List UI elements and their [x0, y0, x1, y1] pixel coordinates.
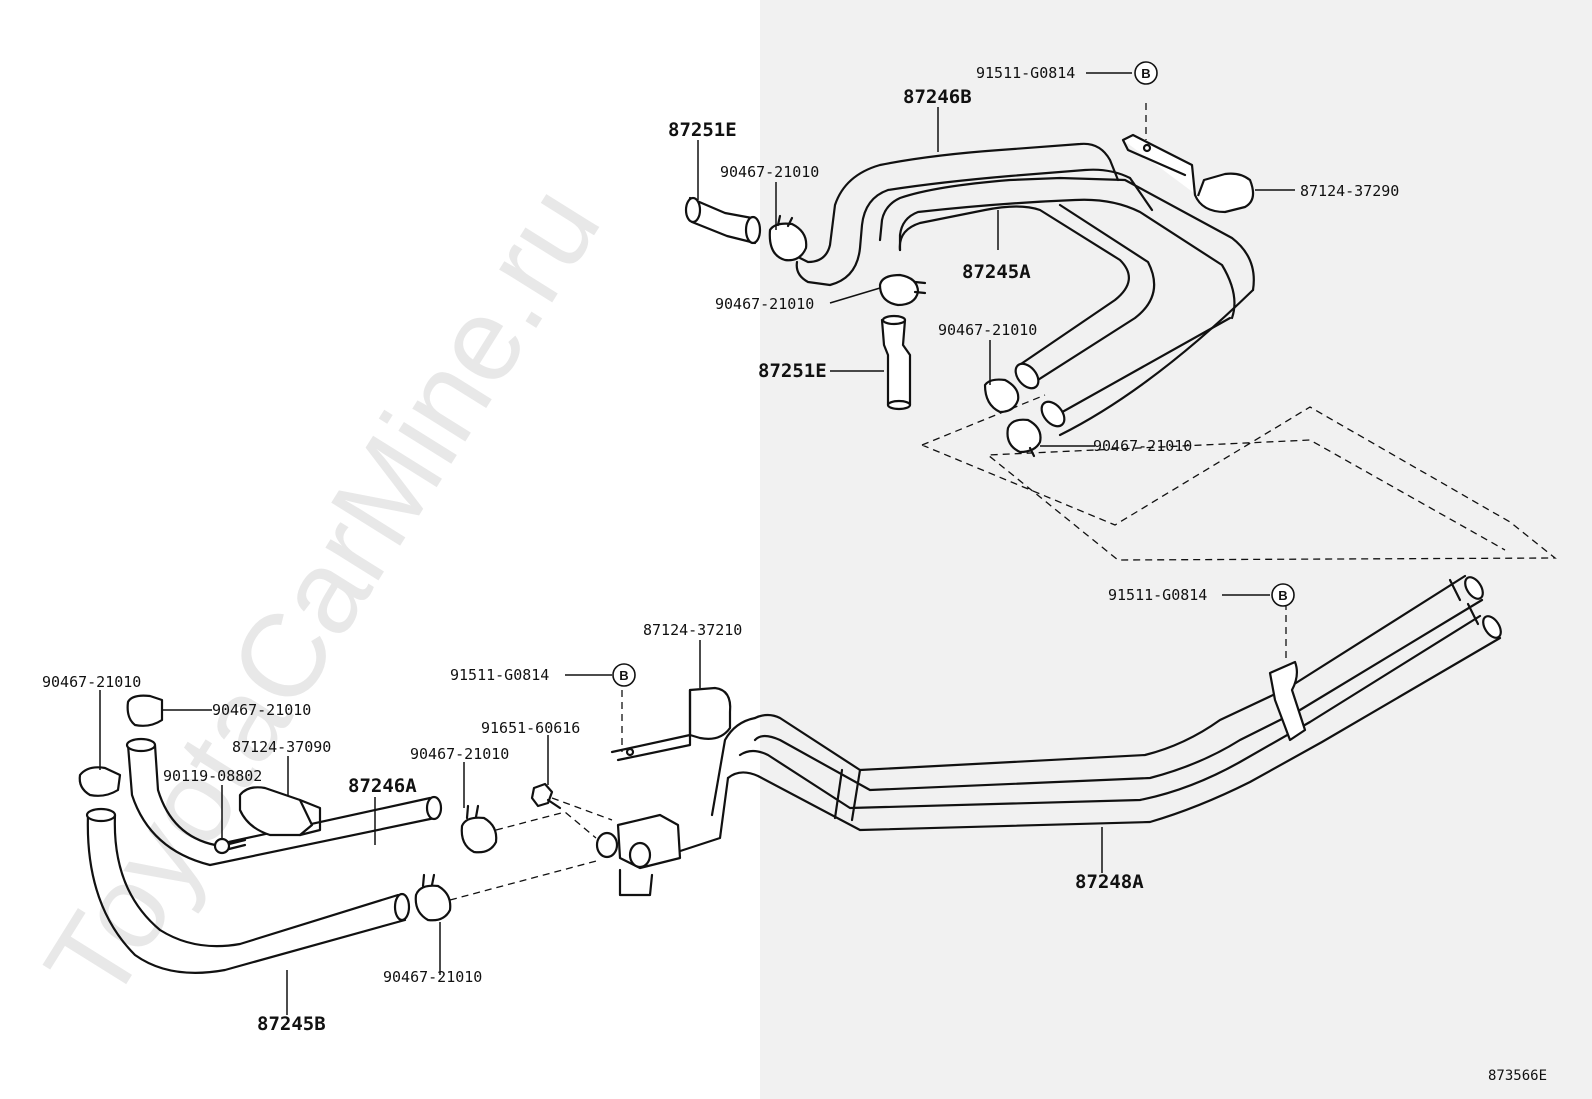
callout-87246A[interactable]: 87246A [348, 775, 417, 797]
callout-87245B[interactable]: 87245B [257, 1013, 326, 1035]
connector-block[interactable] [595, 716, 757, 897]
callout-91511-G0814-lower[interactable]: 91511-G0814 [450, 666, 549, 684]
bracket-87124-37090[interactable] [238, 786, 322, 837]
callout-90467-21010-f[interactable]: 90467-21010 [212, 701, 311, 719]
watermark: ToyotaCarMine.ru [20, 164, 625, 1024]
hose-87245B[interactable] [85, 807, 411, 974]
callout-90119-08802[interactable]: 90119-08802 [163, 767, 262, 785]
clamp-upper-3[interactable] [983, 378, 1020, 414]
clamp-upper-4[interactable] [1006, 418, 1042, 458]
svg-text:B: B [1141, 66, 1150, 81]
hose-87248A[interactable] [726, 574, 1504, 832]
bolt-90119-08802[interactable] [213, 837, 247, 855]
joint-87251E-upper[interactable] [684, 196, 762, 245]
callout-91511-G0814-top[interactable]: 91511-G0814 [976, 64, 1075, 82]
bracket-87124-37290[interactable] [1121, 133, 1255, 214]
callout-87124-37290[interactable]: 87124-37290 [1300, 182, 1399, 200]
clamp-lower-1[interactable] [460, 804, 498, 854]
callout-90467-21010-a[interactable]: 90467-21010 [720, 163, 819, 181]
callout-87248A[interactable]: 87248A [1075, 871, 1144, 893]
callout-87251E-middle[interactable]: 87251E [758, 360, 827, 382]
hose-87246B[interactable] [795, 142, 1154, 287]
hose-end-87246B [1040, 400, 1066, 428]
hose-87246A[interactable] [125, 737, 443, 867]
clamp-upper-2[interactable] [878, 273, 927, 307]
diagram-code: 873566E [1488, 1068, 1547, 1084]
svg-text:B: B [1278, 588, 1287, 603]
hose-87245A[interactable] [878, 176, 1255, 437]
ref-marker-b-2: B [1271, 583, 1295, 607]
callout-90467-21010-e[interactable]: 90467-21010 [42, 673, 141, 691]
hose-end-87245A [1014, 362, 1040, 390]
joint-87251E-middle[interactable] [880, 314, 912, 411]
ref-marker-b-1: B [1134, 61, 1158, 85]
callout-90467-21010-c[interactable]: 90467-21010 [938, 321, 1037, 339]
clamp-upper-1[interactable] [768, 214, 808, 262]
callout-87246B[interactable]: 87246B [903, 86, 972, 108]
callout-90467-21010-d[interactable]: 90467-21010 [1093, 437, 1192, 455]
callout-87124-37090[interactable]: 87124-37090 [232, 738, 331, 756]
bolt-91651-60616[interactable] [530, 782, 562, 810]
svg-text:B: B [619, 668, 628, 683]
callout-90467-21010-h[interactable]: 90467-21010 [383, 968, 482, 986]
bracket-on-87248A[interactable] [1268, 660, 1307, 742]
clamp-lower-3[interactable] [126, 694, 164, 727]
callout-91511-G0814-right[interactable]: 91511-G0814 [1108, 586, 1207, 604]
ref-marker-b-3: B [612, 663, 636, 687]
clamp-lower-4[interactable] [78, 766, 122, 797]
callout-87251E-upper[interactable]: 87251E [668, 119, 737, 141]
bracket-87124-37210[interactable] [610, 686, 732, 762]
callout-87245A[interactable]: 87245A [962, 261, 1031, 283]
callout-90467-21010-g[interactable]: 90467-21010 [410, 745, 509, 763]
callout-87124-37210[interactable]: 87124-37210 [643, 621, 742, 639]
clamp-lower-2[interactable] [414, 873, 452, 922]
callout-90467-21010-b[interactable]: 90467-21010 [715, 295, 814, 313]
callout-91651-60616[interactable]: 91651-60616 [481, 719, 580, 737]
